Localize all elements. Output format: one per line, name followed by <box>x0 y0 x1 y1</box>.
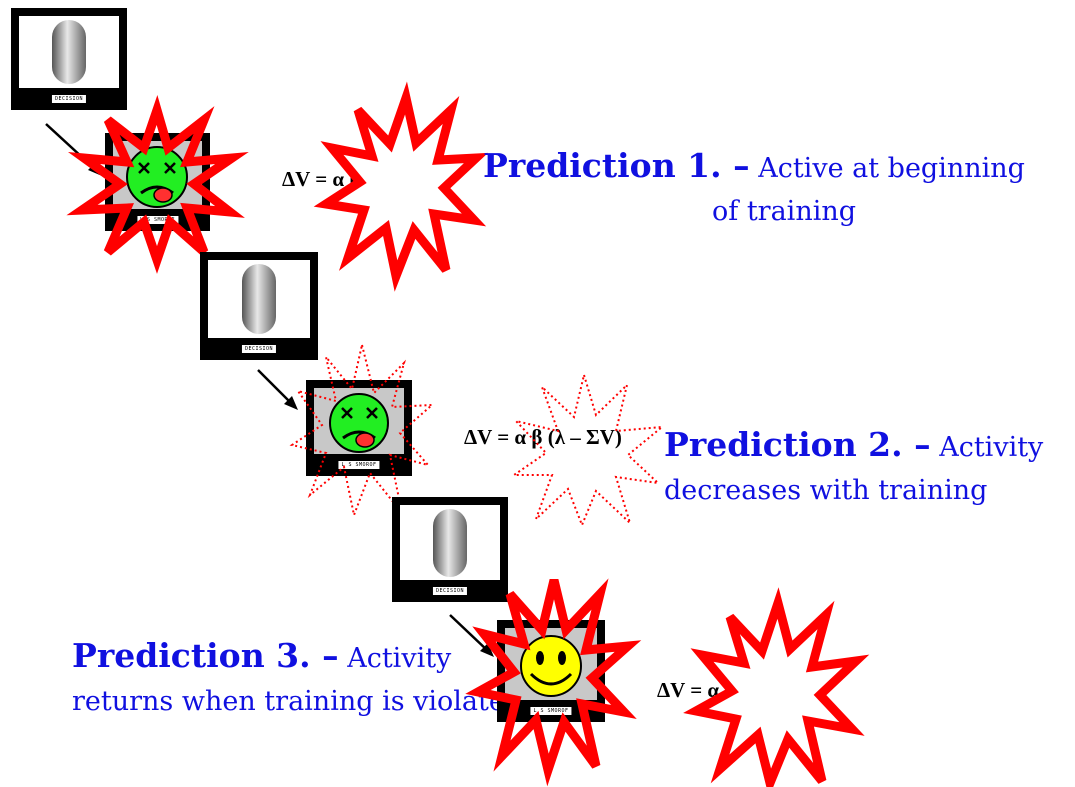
prediction-2-line2-text: decreases with training <box>664 475 988 506</box>
pill-icon <box>433 509 467 577</box>
explosion-star-icon <box>313 81 489 292</box>
arrow-icon <box>257 369 298 410</box>
monitor-label: DECISION <box>241 345 277 353</box>
prediction-2-line1: Activity <box>930 432 1044 463</box>
explosion-star-icon <box>66 95 249 274</box>
prediction-1-line1: Active at beginning <box>749 153 1025 184</box>
prediction-1-line2-text: of training <box>712 196 857 227</box>
arrow-icon <box>449 614 494 657</box>
explosion-star-icon <box>683 587 870 787</box>
pill-icon <box>52 20 86 84</box>
sick-face-icon <box>126 146 188 208</box>
prediction-2: Prediction 2. – Activity <box>664 426 1043 464</box>
prediction-2-title: Prediction 2. – <box>664 425 931 464</box>
face-screen-label: L S SMOROF <box>530 707 572 715</box>
monitor-label: DECISION <box>432 587 468 595</box>
face-screen-label: L S SMOROF <box>338 461 380 469</box>
equation-lead: ΔV = <box>282 167 333 191</box>
equation-lead: ΔV = <box>657 678 708 702</box>
equation-rest: α β (λ – ΣV) <box>514 425 622 449</box>
pill-monitor-3: DECISION <box>392 497 508 602</box>
face-screen-label: L S SMOROF <box>136 216 179 224</box>
explosion-star-icon <box>289 344 435 519</box>
prediction-3-line1: Activity <box>338 643 452 674</box>
monitor-label: DECISION <box>51 95 87 103</box>
pill-monitor-2: DECISION <box>200 252 318 360</box>
explosion-star-icon <box>465 578 642 787</box>
equation-2: ΔV = α β (λ – ΣV) <box>464 425 622 450</box>
happy-face-icon <box>520 635 582 697</box>
prediction-3-line2: returns when training is violated <box>72 686 522 717</box>
prediction-2-line2: decreases with training <box>664 475 987 506</box>
prediction-1: Prediction 1. – Active at beginning <box>483 147 1025 185</box>
equation-lead: ΔV = <box>464 425 515 449</box>
prediction-3-line2-text: returns when training is violated <box>72 686 523 717</box>
prediction-3: Prediction 3. – Activity <box>72 637 451 675</box>
sick-face-icon <box>329 393 389 453</box>
prediction-3-title: Prediction 3. – <box>72 636 339 675</box>
prediction-1-line2: of training <box>712 196 856 227</box>
prediction-1-title: Prediction 1. – <box>483 146 750 185</box>
pill-icon <box>242 264 276 334</box>
explosion-star-icon <box>510 371 666 528</box>
pill-monitor-1: DECISION <box>11 8 127 110</box>
